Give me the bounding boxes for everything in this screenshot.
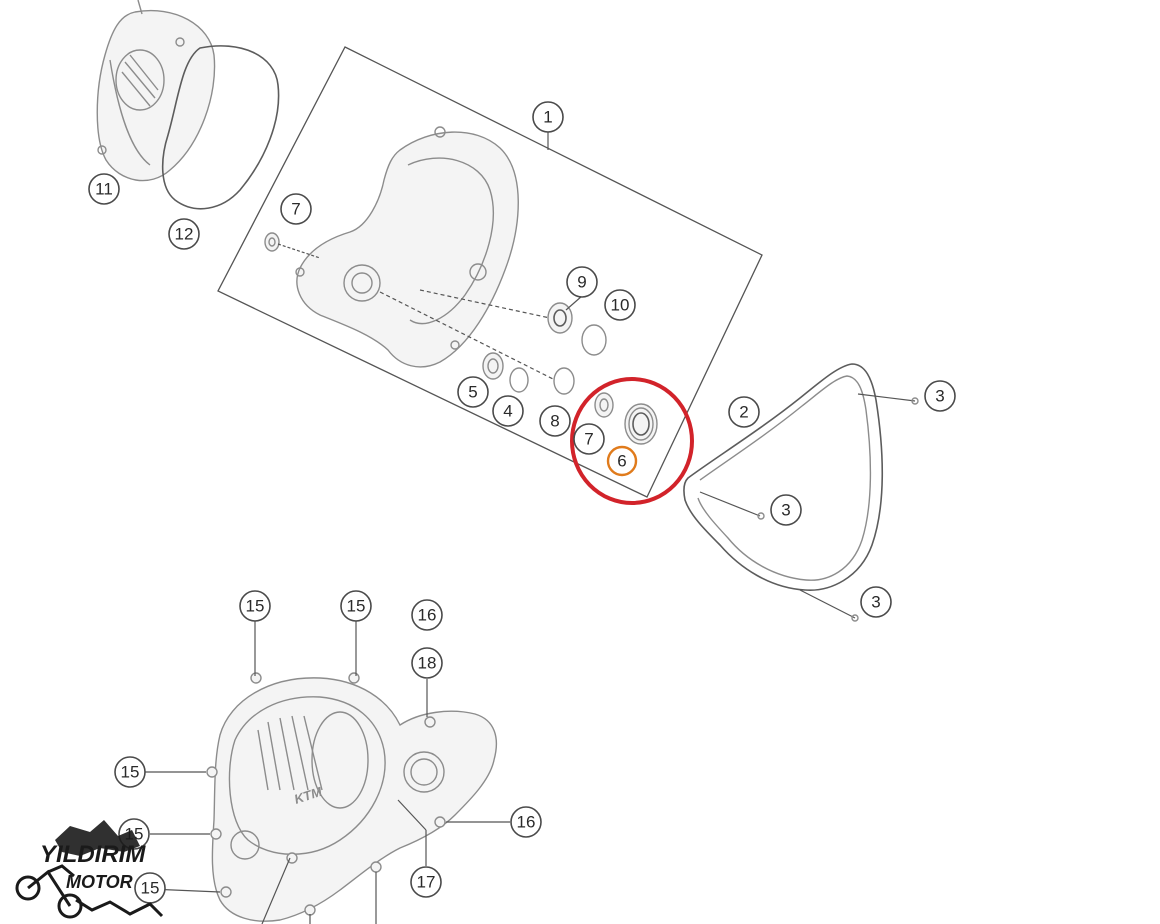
highlight-circle [570, 377, 694, 505]
svg-text:11: 11 [95, 180, 113, 199]
callout-2: 2 [728, 396, 760, 428]
callout-18: 18 [411, 647, 443, 679]
callout-3b: 3 [770, 494, 802, 526]
snap-ring-part [553, 367, 575, 395]
callout-15c: 15 [114, 756, 146, 788]
outer-clutch-cover-part [206, 672, 498, 922]
screw-head-lower [851, 614, 859, 622]
callout-8: 8 [539, 405, 571, 437]
svg-text:5: 5 [468, 383, 477, 402]
callout-9: 9 [566, 266, 598, 298]
svg-text:8: 8 [550, 412, 559, 431]
callout-6: 6 [606, 445, 638, 477]
svg-text:10: 10 [611, 296, 630, 315]
callout-15e: 15 [134, 872, 166, 904]
shaft-axis-line [419, 289, 551, 319]
svg-text:9: 9 [577, 273, 586, 292]
callout-16a: 16 [411, 599, 443, 631]
cover-gasket-part [683, 363, 884, 591]
assembly-axis-line [379, 291, 556, 381]
callout-labels: 1 2 3 3 3 4 5 6 7 7 8 9 10 11 12 15 15 1… [88, 101, 956, 904]
svg-text:4: 4 [503, 402, 512, 421]
inner-clutch-cover-part [295, 126, 519, 368]
callout-7b: 7 [573, 423, 605, 455]
svg-text:17: 17 [417, 873, 436, 892]
callout-17: 17 [410, 866, 442, 898]
screw-head-upper [911, 397, 919, 405]
callout-11: 11 [88, 173, 120, 205]
yildirim-motor-logo: YILDIRIM MOTOR [15, 820, 164, 919]
circlip-part [509, 367, 529, 393]
leader-bottom-a [261, 857, 291, 924]
callout-1: 1 [532, 101, 564, 133]
svg-text:3: 3 [871, 593, 880, 612]
svg-text:7: 7 [584, 430, 593, 449]
screw-line-upper [857, 393, 916, 402]
callout-5: 5 [457, 376, 489, 408]
svg-text:3: 3 [935, 387, 944, 406]
svg-text:15: 15 [121, 763, 140, 782]
svg-text:6: 6 [617, 452, 626, 471]
seal-6-part [624, 403, 658, 445]
callout-15b: 15 [340, 590, 372, 622]
cover-gasket-inner-line [697, 375, 872, 581]
logo-line1: YILDIRIM [40, 841, 146, 868]
svg-text:15: 15 [141, 879, 160, 898]
screw-line-middle [699, 491, 761, 517]
screw-head-middle [757, 512, 765, 520]
svg-text:15: 15 [246, 597, 265, 616]
clutch-cover-part [96, 0, 216, 182]
svg-text:15: 15 [347, 597, 366, 616]
callout-15a: 15 [239, 590, 271, 622]
svg-text:2: 2 [739, 403, 748, 422]
seal-7-part [594, 392, 614, 418]
svg-text:3: 3 [781, 501, 790, 520]
shaft-seal-part [264, 232, 321, 259]
callout-12: 12 [168, 218, 200, 250]
svg-text:12: 12 [175, 225, 194, 244]
o-ring-part [581, 324, 607, 356]
callout-10: 10 [604, 289, 636, 321]
callout-16b: 16 [510, 806, 542, 838]
screw-line-lower [799, 589, 856, 619]
clutch-cover-gasket [161, 45, 280, 210]
svg-text:16: 16 [418, 606, 437, 625]
leader-9 [565, 295, 583, 311]
oil-seal-part [482, 352, 504, 380]
leader-17-branch [397, 799, 427, 831]
svg-text:16: 16 [517, 813, 536, 832]
svg-text:7: 7 [291, 200, 300, 219]
logo-line2: MOTOR [66, 872, 133, 892]
svg-text:18: 18 [418, 654, 437, 673]
callout-4: 4 [492, 395, 524, 427]
callout-7a: 7 [280, 193, 312, 225]
assembly-frame [217, 46, 763, 498]
svg-text:1: 1 [543, 108, 552, 127]
callout-3a: 3 [924, 380, 956, 412]
callout-3c: 3 [860, 586, 892, 618]
bearing-part [547, 302, 573, 334]
